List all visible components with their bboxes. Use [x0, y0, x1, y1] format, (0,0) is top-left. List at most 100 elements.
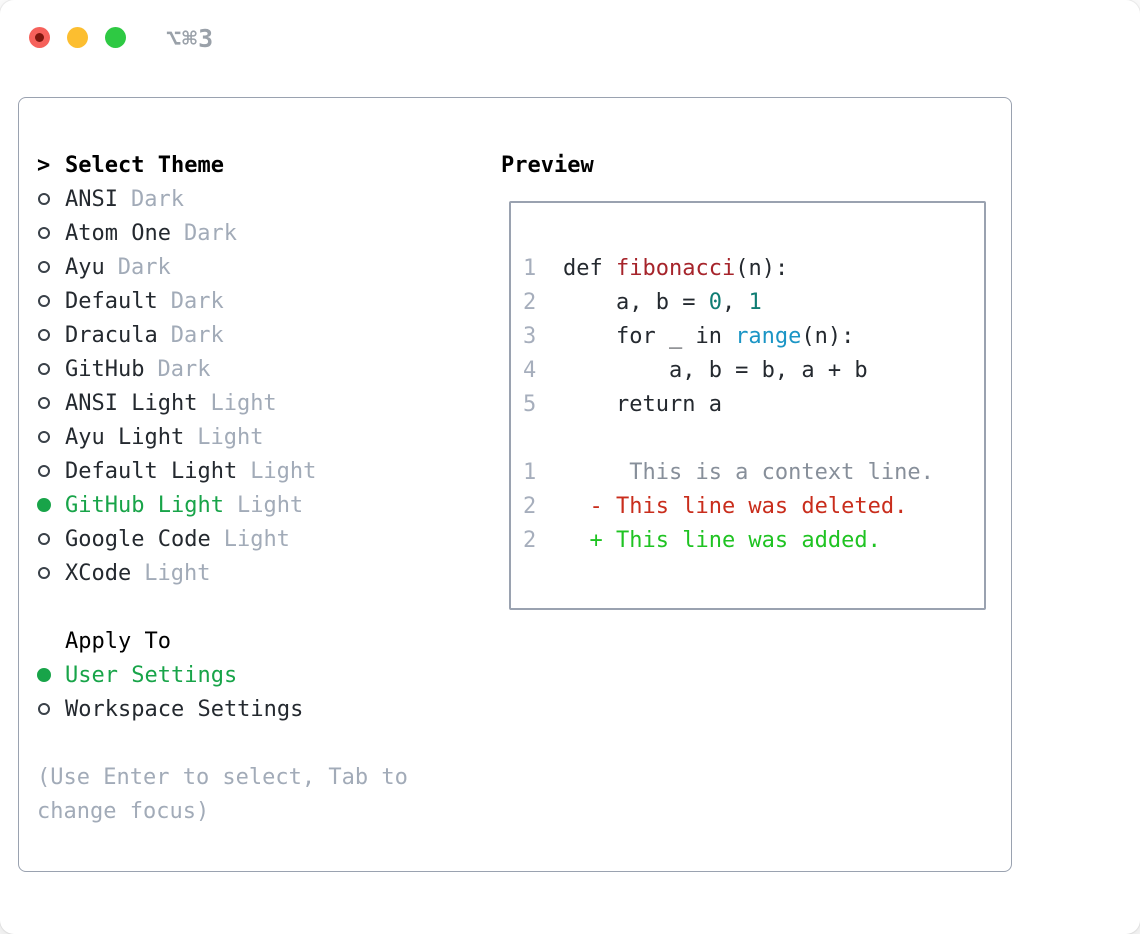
close-button[interactable]: [29, 27, 50, 48]
hint-line-1: (Use Enter to select, Tab to: [37, 765, 408, 790]
hint-line-2: change focus): [37, 799, 210, 824]
radio-unselected-icon: [37, 251, 65, 285]
line-number: 2: [523, 528, 537, 553]
theme-option-label: ANSI: [65, 187, 118, 212]
radio-unselected-icon: [37, 421, 65, 455]
preview-line: 3 for _ in range(n):: [511, 320, 984, 354]
line-content: return a: [563, 392, 722, 417]
header-indent: [37, 625, 65, 659]
theme-option-label: Ayu: [65, 255, 105, 280]
hint-text: (Use Enter to select, Tab to change focu…: [37, 761, 408, 829]
maximize-button[interactable]: [105, 27, 126, 48]
radio-selected-icon: [37, 489, 65, 523]
radio-selected-icon: [37, 659, 65, 693]
radio-unselected-icon: [37, 319, 65, 353]
theme-option-github[interactable]: GitHub Dark: [37, 353, 408, 387]
theme-variant-label: Light: [144, 561, 211, 586]
line-number: 1: [523, 460, 537, 485]
theme-option-ansi[interactable]: ANSI Dark: [37, 183, 408, 217]
theme-option-label: ANSI Light: [65, 391, 198, 416]
radio-unselected-icon: [37, 557, 65, 591]
theme-option-label: Dracula: [65, 323, 158, 348]
apply-option-label: Workspace Settings: [65, 697, 304, 722]
radio-unselected-icon: [37, 523, 65, 557]
theme-option-github-light[interactable]: GitHub Light Light: [37, 489, 408, 523]
radio-unselected-icon: [37, 285, 65, 319]
spacer: [37, 591, 408, 625]
radio-unselected-icon: [37, 455, 65, 489]
theme-option-default-light[interactable]: Default Light Light: [37, 455, 408, 489]
spacer: [37, 727, 408, 761]
apply-option-workspace-settings[interactable]: Workspace Settings: [37, 693, 408, 727]
line-number: 1: [523, 256, 537, 281]
unsaved-indicator-icon: [35, 33, 44, 42]
theme-option-dracula[interactable]: Dracula Dark: [37, 319, 408, 353]
line-number: 2: [523, 290, 537, 315]
preview-line: 1 This is a context line.: [511, 456, 984, 490]
line-content: def fibonacci(n):: [563, 256, 789, 281]
theme-variant-label: Dark: [183, 221, 237, 246]
theme-option-default[interactable]: Default Dark: [37, 285, 408, 319]
preview-title: Preview: [501, 153, 594, 178]
theme-option-label: Google Code: [65, 527, 211, 552]
theme-option-ayu[interactable]: Ayu Dark: [37, 251, 408, 285]
window-title: ⌥⌘3: [166, 24, 215, 53]
preview-line: 5 return a: [511, 388, 984, 422]
theme-option-atom-one[interactable]: Atom One Dark: [37, 217, 408, 251]
apply-option-label: User Settings: [65, 663, 238, 688]
preview-line: 1 def fibonacci(n):: [511, 252, 984, 286]
theme-option-ayu-light[interactable]: Ayu Light Light: [37, 421, 408, 455]
line-content: This is a context line.: [563, 460, 934, 485]
theme-option-label: GitHub: [65, 357, 145, 382]
radio-unselected-icon: [37, 183, 65, 217]
theme-variant-label: Dark: [130, 187, 184, 212]
theme-variant-label: Light: [236, 493, 304, 518]
theme-option-google-code[interactable]: Google Code Light: [37, 523, 408, 557]
preview-line: 2 - This line was deleted.: [511, 490, 984, 524]
line-number: 2: [523, 494, 537, 519]
theme-variant-label: Dark: [157, 357, 211, 382]
preview-line: 2 + This line was added.: [511, 524, 984, 558]
theme-variant-label: Dark: [117, 255, 171, 280]
line-content: a, b = 0, 1: [563, 290, 762, 315]
line-number: 4: [523, 358, 537, 383]
preview-line: 2 a, b = 0, 1: [511, 286, 984, 320]
radio-unselected-icon: [37, 217, 65, 251]
apply-to-header: Apply To: [37, 625, 408, 659]
theme-option-label: Ayu Light: [65, 425, 185, 450]
theme-option-label: Default: [65, 289, 158, 314]
minimize-button[interactable]: [67, 27, 88, 48]
theme-variant-label: Light: [250, 459, 317, 484]
radio-unselected-icon: [37, 387, 65, 421]
theme-variant-label: Light: [210, 391, 277, 416]
theme-variant-label: Light: [223, 527, 290, 552]
line-content: - This line was deleted.: [563, 494, 908, 519]
theme-variant-label: Light: [197, 425, 264, 450]
radio-unselected-icon: [37, 693, 65, 727]
radio-unselected-icon: [37, 353, 65, 387]
theme-variant-label: Dark: [170, 323, 224, 348]
apply-to-title: Apply To: [65, 629, 171, 654]
theme-option-label: Atom One: [65, 221, 171, 246]
apply-option-user-settings[interactable]: User Settings: [37, 659, 408, 693]
line-content: for _ in range(n):: [563, 324, 855, 349]
preview-blank-line: [511, 422, 984, 456]
theme-option-ansi-light[interactable]: ANSI Light Light: [37, 387, 408, 421]
theme-option-label: Default Light: [65, 459, 238, 484]
theme-option-label: XCode: [65, 561, 132, 586]
line-content: + This line was added.: [563, 528, 881, 553]
select-theme-title: Select Theme: [65, 153, 224, 178]
line-number: 3: [523, 324, 537, 349]
theme-option-xcode[interactable]: XCode Light: [37, 557, 408, 591]
theme-variant-label: Dark: [170, 289, 224, 314]
select-theme-header: >Select Theme: [37, 149, 408, 183]
preview-line: 4 a, b = b, a + b: [511, 354, 984, 388]
theme-option-label: GitHub Light: [65, 493, 224, 518]
